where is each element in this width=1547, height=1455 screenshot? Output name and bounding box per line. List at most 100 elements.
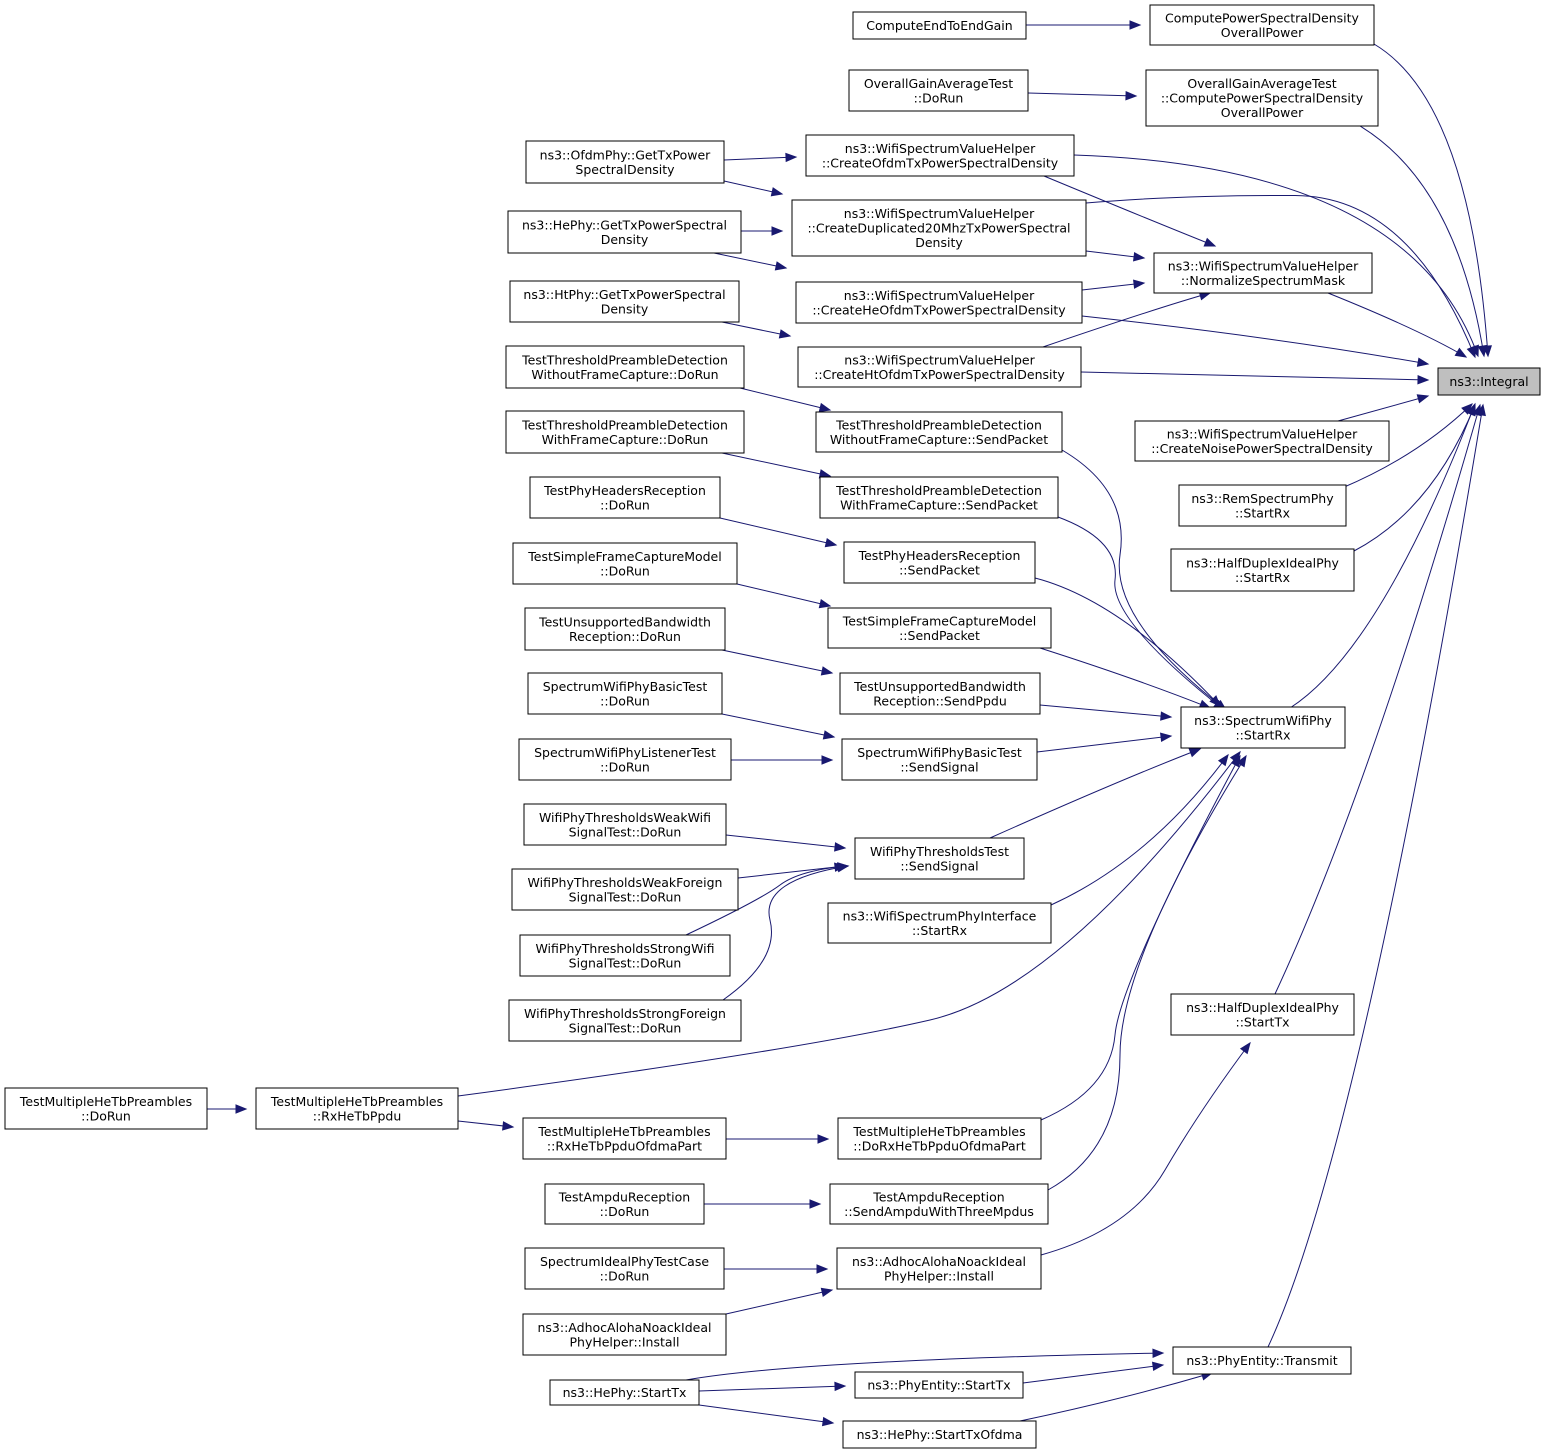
node-label-line: OverallGainAverageTest bbox=[864, 76, 1013, 91]
arrowhead-n_pe_starttx bbox=[834, 1381, 847, 1392]
node-label-line: ::CreateNoisePowerSpectralDensity bbox=[1151, 441, 1373, 456]
node-box bbox=[525, 140, 725, 184]
graph-node[interactable]: SpectrumWifiPhyListenerTest::DoRun bbox=[518, 738, 732, 781]
node-box bbox=[524, 1247, 725, 1290]
graph-node[interactable]: WifiPhyThresholdsWeakWifiSignalTest::DoR… bbox=[523, 803, 727, 846]
node-label-line: SpectrumWifiPhyBasicTest bbox=[543, 679, 708, 694]
node-box bbox=[511, 868, 739, 911]
graph-node[interactable]: ns3::HePhy::StartTxOfdma bbox=[842, 1420, 1037, 1449]
graph-node[interactable]: TestPhyHeadersReception::DoRun bbox=[529, 476, 721, 519]
graph-node[interactable]: TestPhyHeadersReception::SendPacket bbox=[843, 541, 1036, 584]
graph-node[interactable]: ns3::HalfDuplexIdealPhy::StartRx bbox=[1170, 548, 1355, 592]
edge-n_tpd_w_send-to-n_swp_startrx bbox=[1057, 516, 1225, 711]
node-label-line: ::CreateHtOfdmTxPowerSpectralDensity bbox=[814, 367, 1065, 382]
graph-node[interactable]: ns3::WifiSpectrumValueHelper::NormalizeS… bbox=[1153, 252, 1373, 294]
graph-node[interactable]: ns3::WifiSpectrumValueHelper::CreateDupl… bbox=[791, 199, 1087, 257]
graph-node[interactable]: TestThresholdPreambleDetectionWithFrameC… bbox=[505, 410, 745, 454]
node-box bbox=[827, 902, 1052, 944]
graph-node[interactable]: ns3::HalfDuplexIdealPhy::StartTx bbox=[1170, 993, 1355, 1036]
graph-node[interactable]: ns3::AdhocAlohaNoackIdealPhyHelper::Inst… bbox=[836, 1247, 1042, 1290]
graph-node[interactable]: TestMultipleHeTbPreambles::DoRun bbox=[4, 1087, 208, 1130]
arrowhead-n_he_starttxofdma bbox=[821, 1416, 835, 1427]
node-box bbox=[837, 1117, 1042, 1160]
graph-node[interactable]: TestMultipleHeTbPreambles::RxHeTbPpduOfd… bbox=[522, 1117, 727, 1160]
graph-node[interactable]: WifiPhyThresholdsTest::SendSignal bbox=[854, 837, 1025, 880]
node-label-line: ::DoRun bbox=[600, 1204, 650, 1219]
graph-node[interactable]: ns3::WifiSpectrumPhyInterface::StartRx bbox=[827, 902, 1052, 944]
graph-node[interactable]: ns3::RemSpectrumPhy::StartRx bbox=[1178, 484, 1347, 527]
arrowhead-n_hdip_starttx bbox=[1239, 1041, 1251, 1055]
node-label-line: WithFrameCapture::SendPacket bbox=[840, 497, 1038, 512]
node-box bbox=[805, 134, 1075, 177]
edge-n_ampdu_send-to-n_swp_startrx bbox=[1047, 755, 1247, 1191]
node-label-line: ns3::PhyEntity::StartTx bbox=[867, 1378, 1010, 1393]
node-box bbox=[1180, 706, 1346, 749]
node-box bbox=[544, 1183, 705, 1225]
graph-node[interactable]: ns3::SpectrumWifiPhy::StartRx bbox=[1180, 706, 1346, 749]
node-box bbox=[797, 346, 1082, 388]
edge-n_ht_gettx-to-n_create_ht bbox=[721, 321, 791, 337]
arrowhead-n_integral bbox=[1466, 345, 1476, 359]
graph-node[interactable]: ns3::WifiSpectrumValueHelper::CreateOfdm… bbox=[805, 134, 1075, 177]
node-box bbox=[507, 210, 742, 254]
arrowhead-n_aanip_install bbox=[820, 1287, 834, 1297]
graph-node[interactable]: TestThresholdPreambleDetectionWithFrameC… bbox=[819, 476, 1059, 519]
graph-node[interactable]: SpectrumWifiPhyBasicTest::DoRun bbox=[527, 672, 723, 715]
node-label-line: ns3::WifiSpectrumPhyInterface bbox=[843, 908, 1037, 923]
graph-node[interactable]: ns3::WifiSpectrumValueHelper::CreateHeOf… bbox=[795, 281, 1083, 324]
graph-node[interactable]: ns3::PhyEntity::Transmit bbox=[1172, 1346, 1352, 1375]
arrowhead-n_create_dup bbox=[771, 226, 784, 236]
arrowhead-n_integral bbox=[1476, 403, 1486, 417]
graph-node[interactable]: WifiPhyThresholdsStrongWifiSignalTest::D… bbox=[519, 934, 731, 977]
node-label-line: TestThresholdPreambleDetection bbox=[521, 352, 728, 367]
node-box bbox=[524, 607, 726, 651]
graph-node[interactable]: TestThresholdPreambleDetectionWithoutFra… bbox=[505, 345, 745, 389]
node-label-line: ns3::WifiSpectrumValueHelper bbox=[845, 141, 1036, 156]
node-box bbox=[1134, 420, 1390, 462]
graph-node[interactable]: TestThresholdPreambleDetectionWithoutFra… bbox=[815, 411, 1063, 453]
graph-node[interactable]: ns3::AdhocAlohaNoackIdealPhyHelper::Inst… bbox=[522, 1313, 727, 1356]
node-box bbox=[854, 837, 1025, 880]
graph-node[interactable]: SpectrumIdealPhyTestCase::DoRun bbox=[524, 1247, 725, 1290]
edge-n_hdip_starttx-to-n_integral bbox=[1274, 404, 1481, 995]
arrowhead-n_cpsd_op bbox=[1129, 20, 1142, 30]
node-label-line: TestAmpduReception bbox=[558, 1189, 690, 1204]
graph-node[interactable]: WifiPhyThresholdsStrongForeignSignalTest… bbox=[508, 999, 742, 1042]
graph-node[interactable]: ComputeEndToEndGain bbox=[852, 11, 1027, 40]
edge-n_create_he-to-n_integral bbox=[1081, 315, 1429, 365]
node-box bbox=[1170, 993, 1355, 1036]
graph-node[interactable]: TestAmpduReception::SendAmpduWithThreeMp… bbox=[829, 1183, 1049, 1225]
node-label-line: TestThresholdPreambleDetection bbox=[521, 417, 728, 432]
node-label-line: ::SendSignal bbox=[900, 759, 978, 774]
node-label-line: OverallPower bbox=[1221, 25, 1304, 40]
graph-node[interactable]: TestAmpduReception::DoRun bbox=[544, 1183, 705, 1225]
node-box bbox=[512, 542, 738, 585]
node-layer: ns3::IntegralComputePowerSpectralDensity… bbox=[4, 4, 1541, 1449]
graph-node[interactable]: ns3::PhyEntity::StartTx bbox=[854, 1371, 1024, 1399]
graph-node[interactable]: TestSimpleFrameCaptureModel::SendPacket bbox=[827, 607, 1052, 649]
graph-node[interactable]: ns3::HePhy::StartTx bbox=[549, 1379, 700, 1406]
graph-node[interactable]: OverallGainAverageTest::ComputePowerSpec… bbox=[1145, 69, 1379, 127]
graph-node[interactable]: OverallGainAverageTest::DoRun bbox=[848, 69, 1029, 112]
graph-node[interactable]: TestMultipleHeTbPreambles::RxHeTbPpdu bbox=[255, 1087, 459, 1130]
graph-node[interactable]: TestSimpleFrameCaptureModel::DoRun bbox=[512, 542, 738, 585]
arrowhead-n_tpd_wo_send bbox=[818, 402, 832, 413]
graph-node[interactable]: WifiPhyThresholdsWeakForeignSignalTest::… bbox=[511, 868, 739, 911]
edge-layer bbox=[207, 24, 1489, 1424]
graph-node[interactable]: SpectrumWifiPhyBasicTest::SendSignal bbox=[841, 738, 1038, 781]
node-box bbox=[527, 672, 723, 715]
node-label-line: ::RxHeTbPpduOfdmaPart bbox=[547, 1138, 702, 1153]
edge-n_ogat_dorun-to-n_ogat_cpsd bbox=[1027, 92, 1137, 97]
node-label-line: WifiPhyThresholdsWeakWifi bbox=[539, 810, 711, 825]
graph-node[interactable]: ns3::WifiSpectrumValueHelper::CreateHtOf… bbox=[797, 346, 1082, 388]
graph-node[interactable]: TestUnsupportedBandwidthReception::SendP… bbox=[839, 672, 1041, 715]
node-label-line: TestPhyHeadersReception bbox=[543, 483, 706, 498]
node-box bbox=[819, 476, 1059, 519]
graph-node[interactable]: ns3::WifiSpectrumValueHelper::CreateNois… bbox=[1134, 420, 1390, 462]
graph-node[interactable]: TestMultipleHeTbPreambles::DoRxHeTbPpduO… bbox=[837, 1117, 1042, 1160]
